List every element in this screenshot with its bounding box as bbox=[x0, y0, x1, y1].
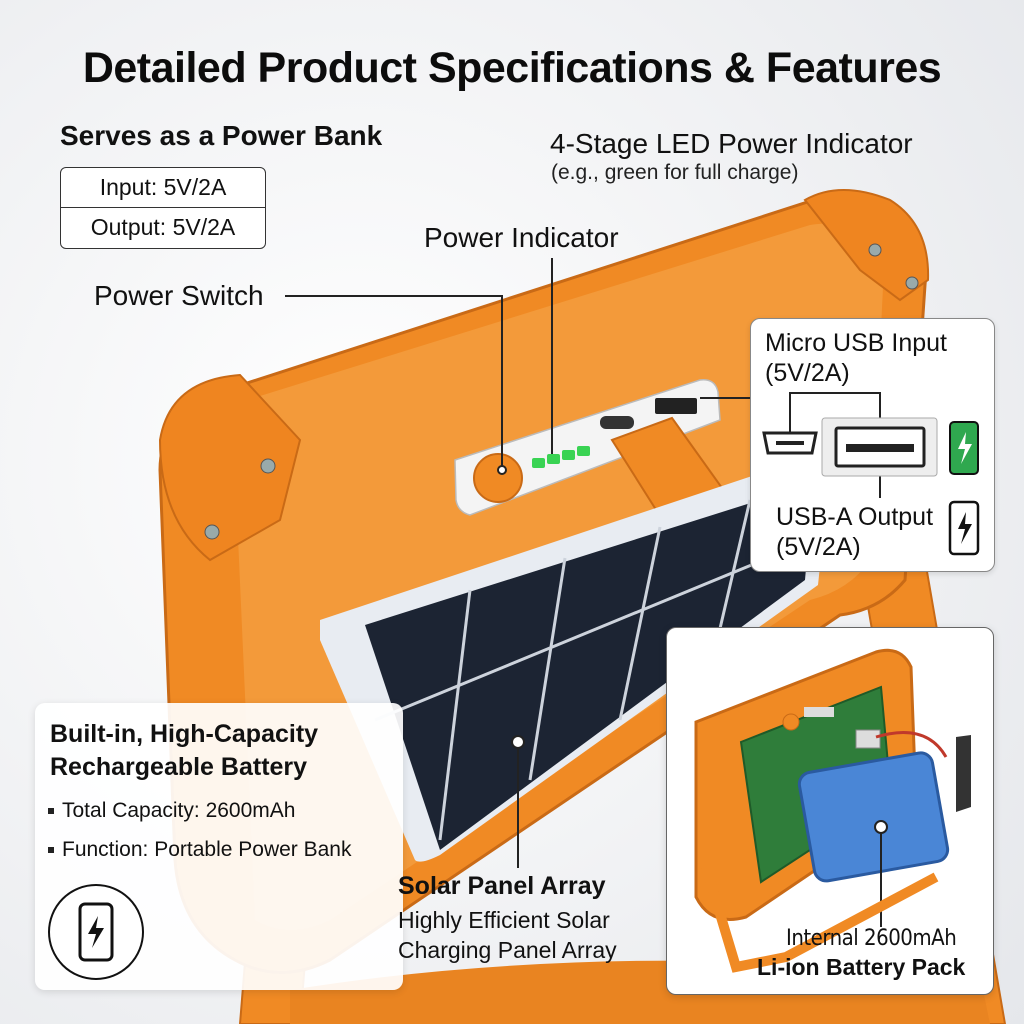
phone-charging-icon bbox=[48, 884, 144, 980]
micro-usb-line2: (5V/2A) bbox=[765, 359, 850, 387]
spec-input: Input: 5V/2A bbox=[99, 174, 227, 200]
spec-table: Input: 5V/2A Output: 5V/2A bbox=[60, 167, 266, 249]
usb-a-label: USB-A Output (5V/2A) bbox=[776, 502, 933, 562]
led-indicator-title: 4-Stage LED Power Indicator bbox=[550, 128, 913, 159]
power-switch-button bbox=[473, 453, 523, 503]
solar-description: Highly Efficient Solar Charging Panel Ar… bbox=[398, 905, 658, 965]
led-indicator-bars bbox=[532, 446, 590, 468]
phone-output-icon bbox=[948, 500, 980, 556]
usb-c-port bbox=[600, 416, 634, 429]
battery-heading-line1: Built-in, High-Capacity bbox=[50, 720, 319, 748]
internal-view-illustration bbox=[694, 648, 971, 973]
usb-a-line1: USB-A Output bbox=[776, 503, 934, 531]
solar-title: Solar Panel Array bbox=[398, 872, 606, 900]
battery-bullet-capacity: Total Capacity: 2600mAh bbox=[48, 799, 295, 823]
internal-capacity-label: Internal 2600mAh bbox=[786, 926, 957, 951]
led-indicator-subtitle: (e.g., green for full charge) bbox=[551, 161, 799, 184]
page-title: Detailed Product Specifications & Featur… bbox=[82, 44, 942, 92]
micro-usb-port-icon bbox=[762, 431, 818, 455]
spec-output: Output: 5V/2A bbox=[61, 207, 265, 247]
micro-usb-label: Micro USB Input (5V/2A) bbox=[765, 328, 947, 388]
power-switch-label: Power Switch bbox=[94, 280, 264, 311]
li-ion-pack-label: Li-ion Battery Pack bbox=[757, 954, 966, 980]
usb-a-port-device bbox=[655, 398, 697, 414]
battery-pack bbox=[797, 751, 950, 883]
power-switch-leader bbox=[285, 295, 503, 468]
battery-heading-line2: Rechargeable Battery bbox=[50, 753, 308, 781]
battery-bullet-function: Function: Portable Power Bank bbox=[48, 838, 352, 862]
power-bank-heading: Serves as a Power Bank bbox=[60, 120, 383, 151]
corner-bumper-top-left bbox=[158, 373, 302, 562]
corner-bumper-top-right bbox=[803, 189, 930, 302]
usb-a-port-icon bbox=[821, 417, 938, 477]
usb-port-diagram bbox=[762, 392, 980, 556]
solar-desc-line2: Charging Panel Array bbox=[398, 937, 617, 963]
micro-usb-line1: Micro USB Input bbox=[765, 329, 948, 357]
battery-heading: Built-in, High-Capacity Rechargeable Bat… bbox=[50, 718, 318, 784]
solar-desc-line1: Highly Efficient Solar bbox=[398, 907, 610, 933]
usb-a-line2: (5V/2A) bbox=[776, 533, 861, 561]
phone-charging-icon bbox=[949, 421, 979, 475]
power-indicator-label: Power Indicator bbox=[424, 222, 619, 253]
